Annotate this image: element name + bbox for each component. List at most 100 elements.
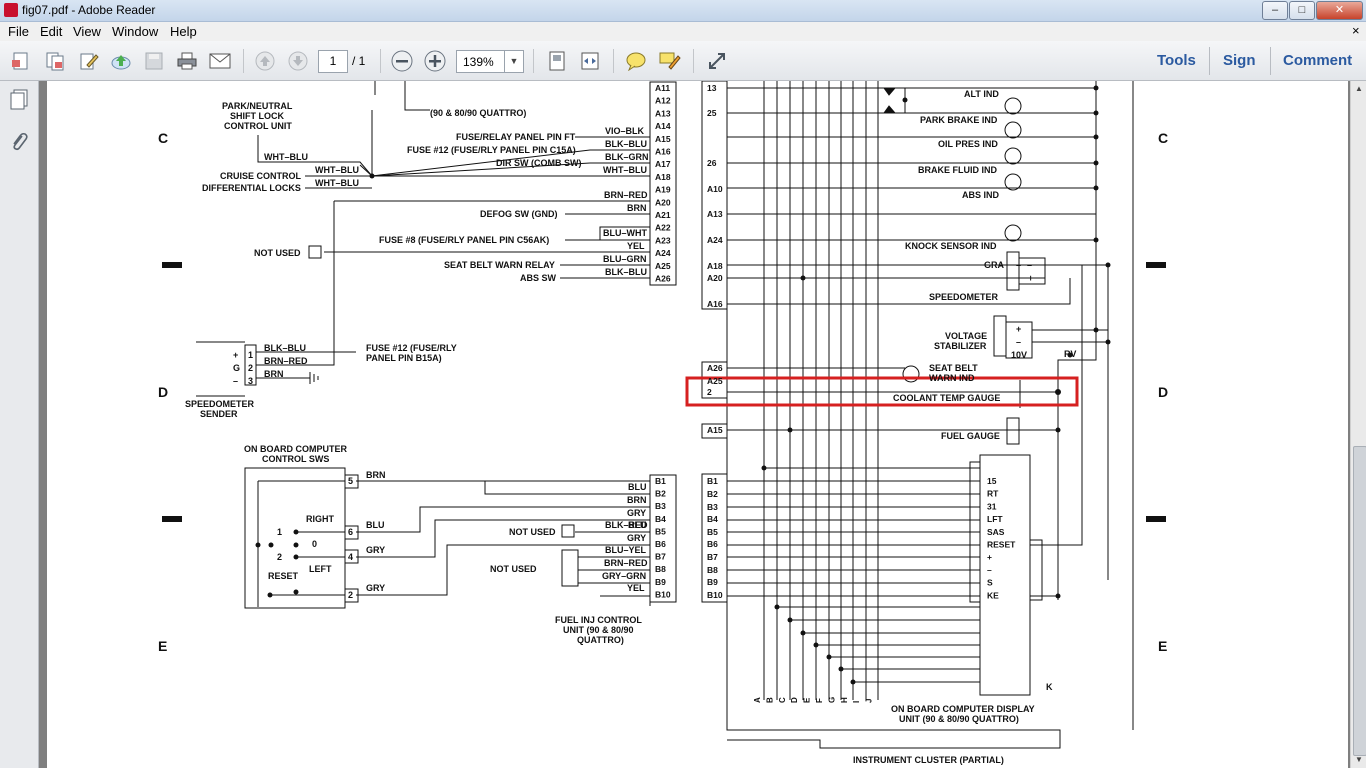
wire-blu-wht: BLU–WHT	[603, 228, 647, 238]
b-wire-2: BRN	[627, 495, 647, 505]
seat-belt-label: SEAT BELT	[929, 363, 978, 373]
alt-ind-label: ALT IND	[964, 89, 999, 99]
cluster-pin-7: A20	[707, 273, 723, 283]
vertical-scrollbar[interactable]: ▲ ▼	[1350, 81, 1366, 768]
pdf-page[interactable]: C C D D E E PARK/NEUTRAL SHIFT LOCK CONT…	[47, 81, 1348, 768]
stab-minus: –	[1016, 337, 1021, 347]
fuse12-label: FUSE #12 (FUSE/RLY PANEL PIN C15A)	[407, 145, 576, 155]
switch-pos-1: 1	[277, 527, 282, 537]
prev-page-icon[interactable]	[254, 50, 276, 72]
title-bar: fig07.pdf - Adobe Reader ‒ □ ✕	[0, 0, 1366, 22]
comment-icon[interactable]	[625, 50, 647, 72]
wire-yel: YEL	[627, 241, 645, 251]
fit-page-icon[interactable]	[546, 50, 568, 72]
bottom-letter-1: B	[765, 697, 774, 703]
b-wire-1: BLU	[628, 482, 647, 492]
a-pin-14: A25	[655, 261, 671, 271]
scroll-down-icon[interactable]: ▼	[1355, 755, 1363, 764]
row-label-d-right: D	[1158, 384, 1168, 400]
wire-brn-red: BRN–RED	[604, 190, 648, 200]
save-icon[interactable]	[143, 50, 165, 72]
menu-view[interactable]: View	[73, 24, 101, 39]
comment-link[interactable]: Comment	[1283, 52, 1353, 69]
wire-vio-blk: VIO–BLK	[605, 126, 645, 136]
fit-width-icon[interactable]	[579, 50, 601, 72]
gra-plus: +	[1028, 273, 1033, 283]
row-label-c-left: C	[158, 130, 168, 146]
combine-icon[interactable]	[44, 50, 66, 72]
toolbar: 1 / 1 139% ▼ Tools Sign Comment	[0, 41, 1366, 81]
b-wire-7: BLU–YEL	[605, 545, 647, 555]
cluster-pin-1: 25	[707, 108, 717, 118]
computer-sws-label-1: ON BOARD COMPUTER	[244, 444, 347, 454]
zoom-out-icon[interactable]	[391, 50, 413, 72]
sign-link[interactable]: Sign	[1223, 52, 1256, 69]
scroll-up-icon[interactable]: ▲	[1355, 84, 1363, 93]
not-used-label-top: NOT USED	[254, 248, 301, 258]
abs-ind-label: ABS IND	[962, 190, 1000, 200]
voltage-label: VOLTAGE	[945, 331, 987, 341]
bottom-letter-2: C	[778, 697, 787, 703]
a-pin-10: A21	[655, 210, 671, 220]
sws-pin-4: 4	[348, 552, 353, 562]
zoom-select[interactable]: 139% ▼	[456, 50, 524, 73]
cluster-pin-2: 26	[707, 158, 717, 168]
email-icon[interactable]	[209, 50, 231, 72]
cruise-control-label: CRUISE CONTROL	[220, 171, 302, 181]
dir-sw-label: DIR SW (COMB SW)	[496, 158, 582, 168]
sws-wire-gry: GRY	[366, 545, 385, 555]
menu-help[interactable]: Help	[170, 24, 197, 39]
scroll-thumb[interactable]	[1353, 446, 1366, 756]
b-pin-2: B3	[655, 501, 666, 511]
sws-wire-gry-2: GRY	[366, 583, 385, 593]
next-page-icon[interactable]	[287, 50, 309, 72]
pages-icon[interactable]	[8, 89, 30, 111]
close-button[interactable]: ✕	[1316, 1, 1363, 20]
display-pin-0: 15	[987, 476, 997, 486]
cluster-pin-22: B10	[707, 590, 723, 600]
maximize-button[interactable]: □	[1289, 1, 1315, 20]
print-icon[interactable]	[176, 50, 198, 72]
cluster-pin-20: B8	[707, 565, 718, 575]
left-label: LEFT	[309, 564, 332, 574]
chevron-down-icon[interactable]: ▼	[504, 51, 523, 72]
page-total: / 1	[352, 54, 366, 68]
gra-minus-2: –	[1027, 260, 1032, 270]
menu-file[interactable]: File	[8, 24, 29, 39]
upload-icon[interactable]	[110, 50, 132, 72]
sender-fuse-label-2: PANEL PIN B15A)	[366, 353, 442, 363]
cluster-pin-17: B5	[707, 527, 718, 537]
cluster-pin-14: B2	[707, 489, 718, 499]
create-pdf-icon[interactable]	[10, 50, 32, 72]
attachment-icon[interactable]	[8, 131, 30, 153]
park-neutral-label-3: CONTROL UNIT	[224, 121, 292, 131]
tools-link[interactable]: Tools	[1157, 52, 1196, 69]
sws-pin-6: 6	[348, 527, 353, 537]
sender-sign-g: G	[233, 363, 240, 373]
cluster-pin-8: A16	[707, 299, 723, 309]
stab-plus: +	[1016, 324, 1021, 334]
page-number-input[interactable]: 1	[318, 50, 348, 73]
fuel-inj-label-2: UNIT (90 & 80/90	[563, 625, 634, 635]
a-pin-12: A23	[655, 235, 671, 245]
menu-window[interactable]: Window	[112, 24, 159, 39]
edit-icon[interactable]	[78, 50, 100, 72]
navigation-pane	[0, 81, 39, 768]
expand-icon[interactable]	[706, 50, 728, 72]
park-brake-ind-label: PARK BRAKE IND	[920, 115, 998, 125]
cluster-pin-11: 2	[707, 387, 712, 397]
menu-edit[interactable]: Edit	[40, 24, 63, 39]
minimize-button[interactable]: ‒	[1262, 1, 1288, 20]
abs-sw-label: ABS SW	[520, 273, 557, 283]
wire-brn: BRN	[627, 203, 647, 213]
zoom-in-icon[interactable]	[424, 50, 446, 72]
highlight-icon[interactable]	[659, 50, 681, 72]
switch-pos-0: 0	[312, 539, 317, 549]
wht-blu-label-2: WHT–BLU	[315, 165, 359, 175]
menu-bar: File Edit View Window Help ×	[0, 22, 1366, 41]
display-pin-7: –	[987, 565, 992, 575]
cluster-pin-21: B9	[707, 577, 718, 587]
seat-belt-relay-label: SEAT BELT WARN RELAY	[444, 260, 555, 270]
display-pin-2: 31	[987, 501, 997, 511]
close-document-icon[interactable]: ×	[1352, 23, 1360, 38]
